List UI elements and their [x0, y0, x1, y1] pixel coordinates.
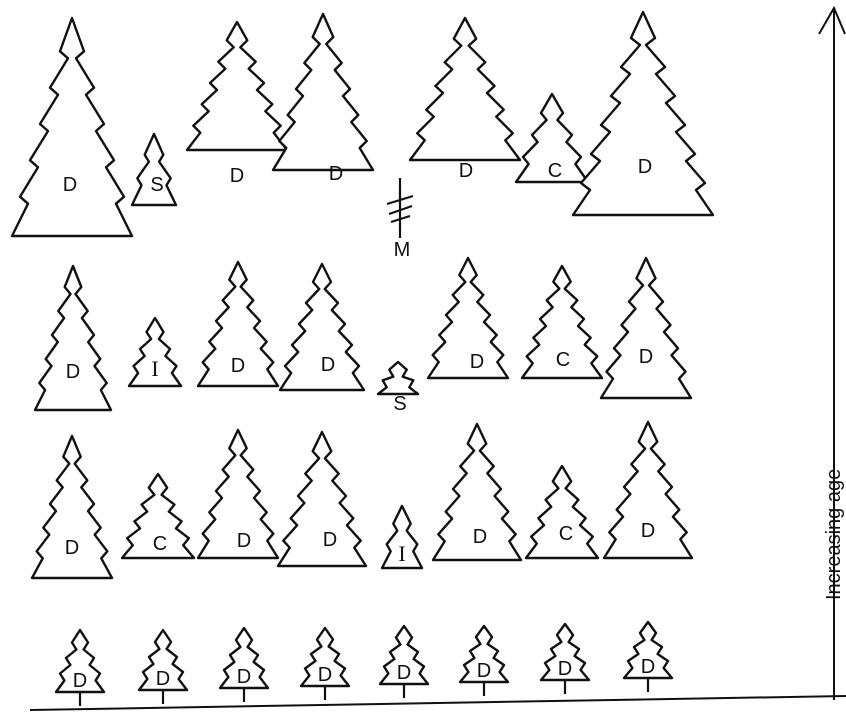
- tree-icon: [196, 428, 280, 560]
- tree-icon: [524, 464, 600, 560]
- tree-label: D: [558, 658, 572, 680]
- tree-label: D: [230, 165, 244, 187]
- tree-icon: [599, 256, 693, 400]
- tree-icon: [271, 12, 375, 172]
- snag-label: M: [394, 239, 411, 261]
- tree-label: C: [556, 349, 570, 371]
- tree-label: D: [231, 355, 245, 377]
- tree-label: D: [66, 361, 80, 383]
- tree-label: D: [459, 160, 473, 182]
- tree-label: D: [321, 354, 335, 376]
- tree-label: D: [73, 670, 87, 692]
- dead-tree-icon: [386, 178, 414, 238]
- tree-label: D: [237, 666, 251, 688]
- tree-icon: [278, 262, 366, 392]
- tree-label: D: [470, 351, 484, 373]
- tree-icon: [33, 264, 113, 412]
- tree-label: C: [559, 523, 573, 545]
- axis-title: Increasing age: [823, 469, 845, 600]
- tree-label: D: [641, 520, 655, 542]
- labels-layer: D S D D D C D M D I D D S D C D D C D D I D C D D D D D D D D D: [63, 156, 655, 692]
- tree-icon: [30, 434, 114, 580]
- tree-label: I: [151, 356, 158, 381]
- tree-icon: [426, 256, 510, 380]
- tree-icon: [431, 422, 523, 562]
- tree-icon: [185, 20, 289, 152]
- age-axis: [818, 5, 846, 700]
- tree-icon: [127, 316, 183, 388]
- tree-label: D: [397, 662, 411, 684]
- tree-icon: [10, 16, 134, 238]
- tree-label: D: [156, 668, 170, 690]
- tree-label: D: [323, 529, 337, 551]
- tree-label: D: [641, 656, 655, 678]
- tree-label: C: [153, 533, 167, 555]
- tree-icon: [571, 10, 715, 217]
- tree-label: D: [237, 530, 251, 552]
- tree-label: D: [477, 660, 491, 682]
- tree-label: D: [63, 174, 77, 196]
- tree-label: D: [473, 526, 487, 548]
- tree-icon: [380, 504, 424, 570]
- tree-icon: [376, 360, 420, 396]
- tree-label: I: [398, 541, 405, 566]
- tree-label: S: [393, 393, 406, 415]
- tree-icon: [196, 260, 280, 388]
- tree-icon: [276, 430, 368, 568]
- tree-icon: [520, 264, 604, 380]
- tree-label: S: [150, 174, 163, 196]
- trees-layer: [10, 10, 715, 706]
- tree-label: D: [318, 664, 332, 686]
- tree-label: D: [65, 537, 79, 559]
- tree-icon: [120, 472, 196, 560]
- tree-icon: [602, 420, 694, 560]
- ground-line: [29, 695, 846, 711]
- tree-icon: [514, 92, 590, 184]
- tree-label: C: [548, 160, 562, 182]
- tree-label: D: [639, 346, 653, 368]
- tree-icon: [408, 16, 522, 162]
- tree-label: D: [638, 156, 652, 178]
- tree-label: D: [329, 163, 343, 185]
- tree-icon: [130, 132, 178, 207]
